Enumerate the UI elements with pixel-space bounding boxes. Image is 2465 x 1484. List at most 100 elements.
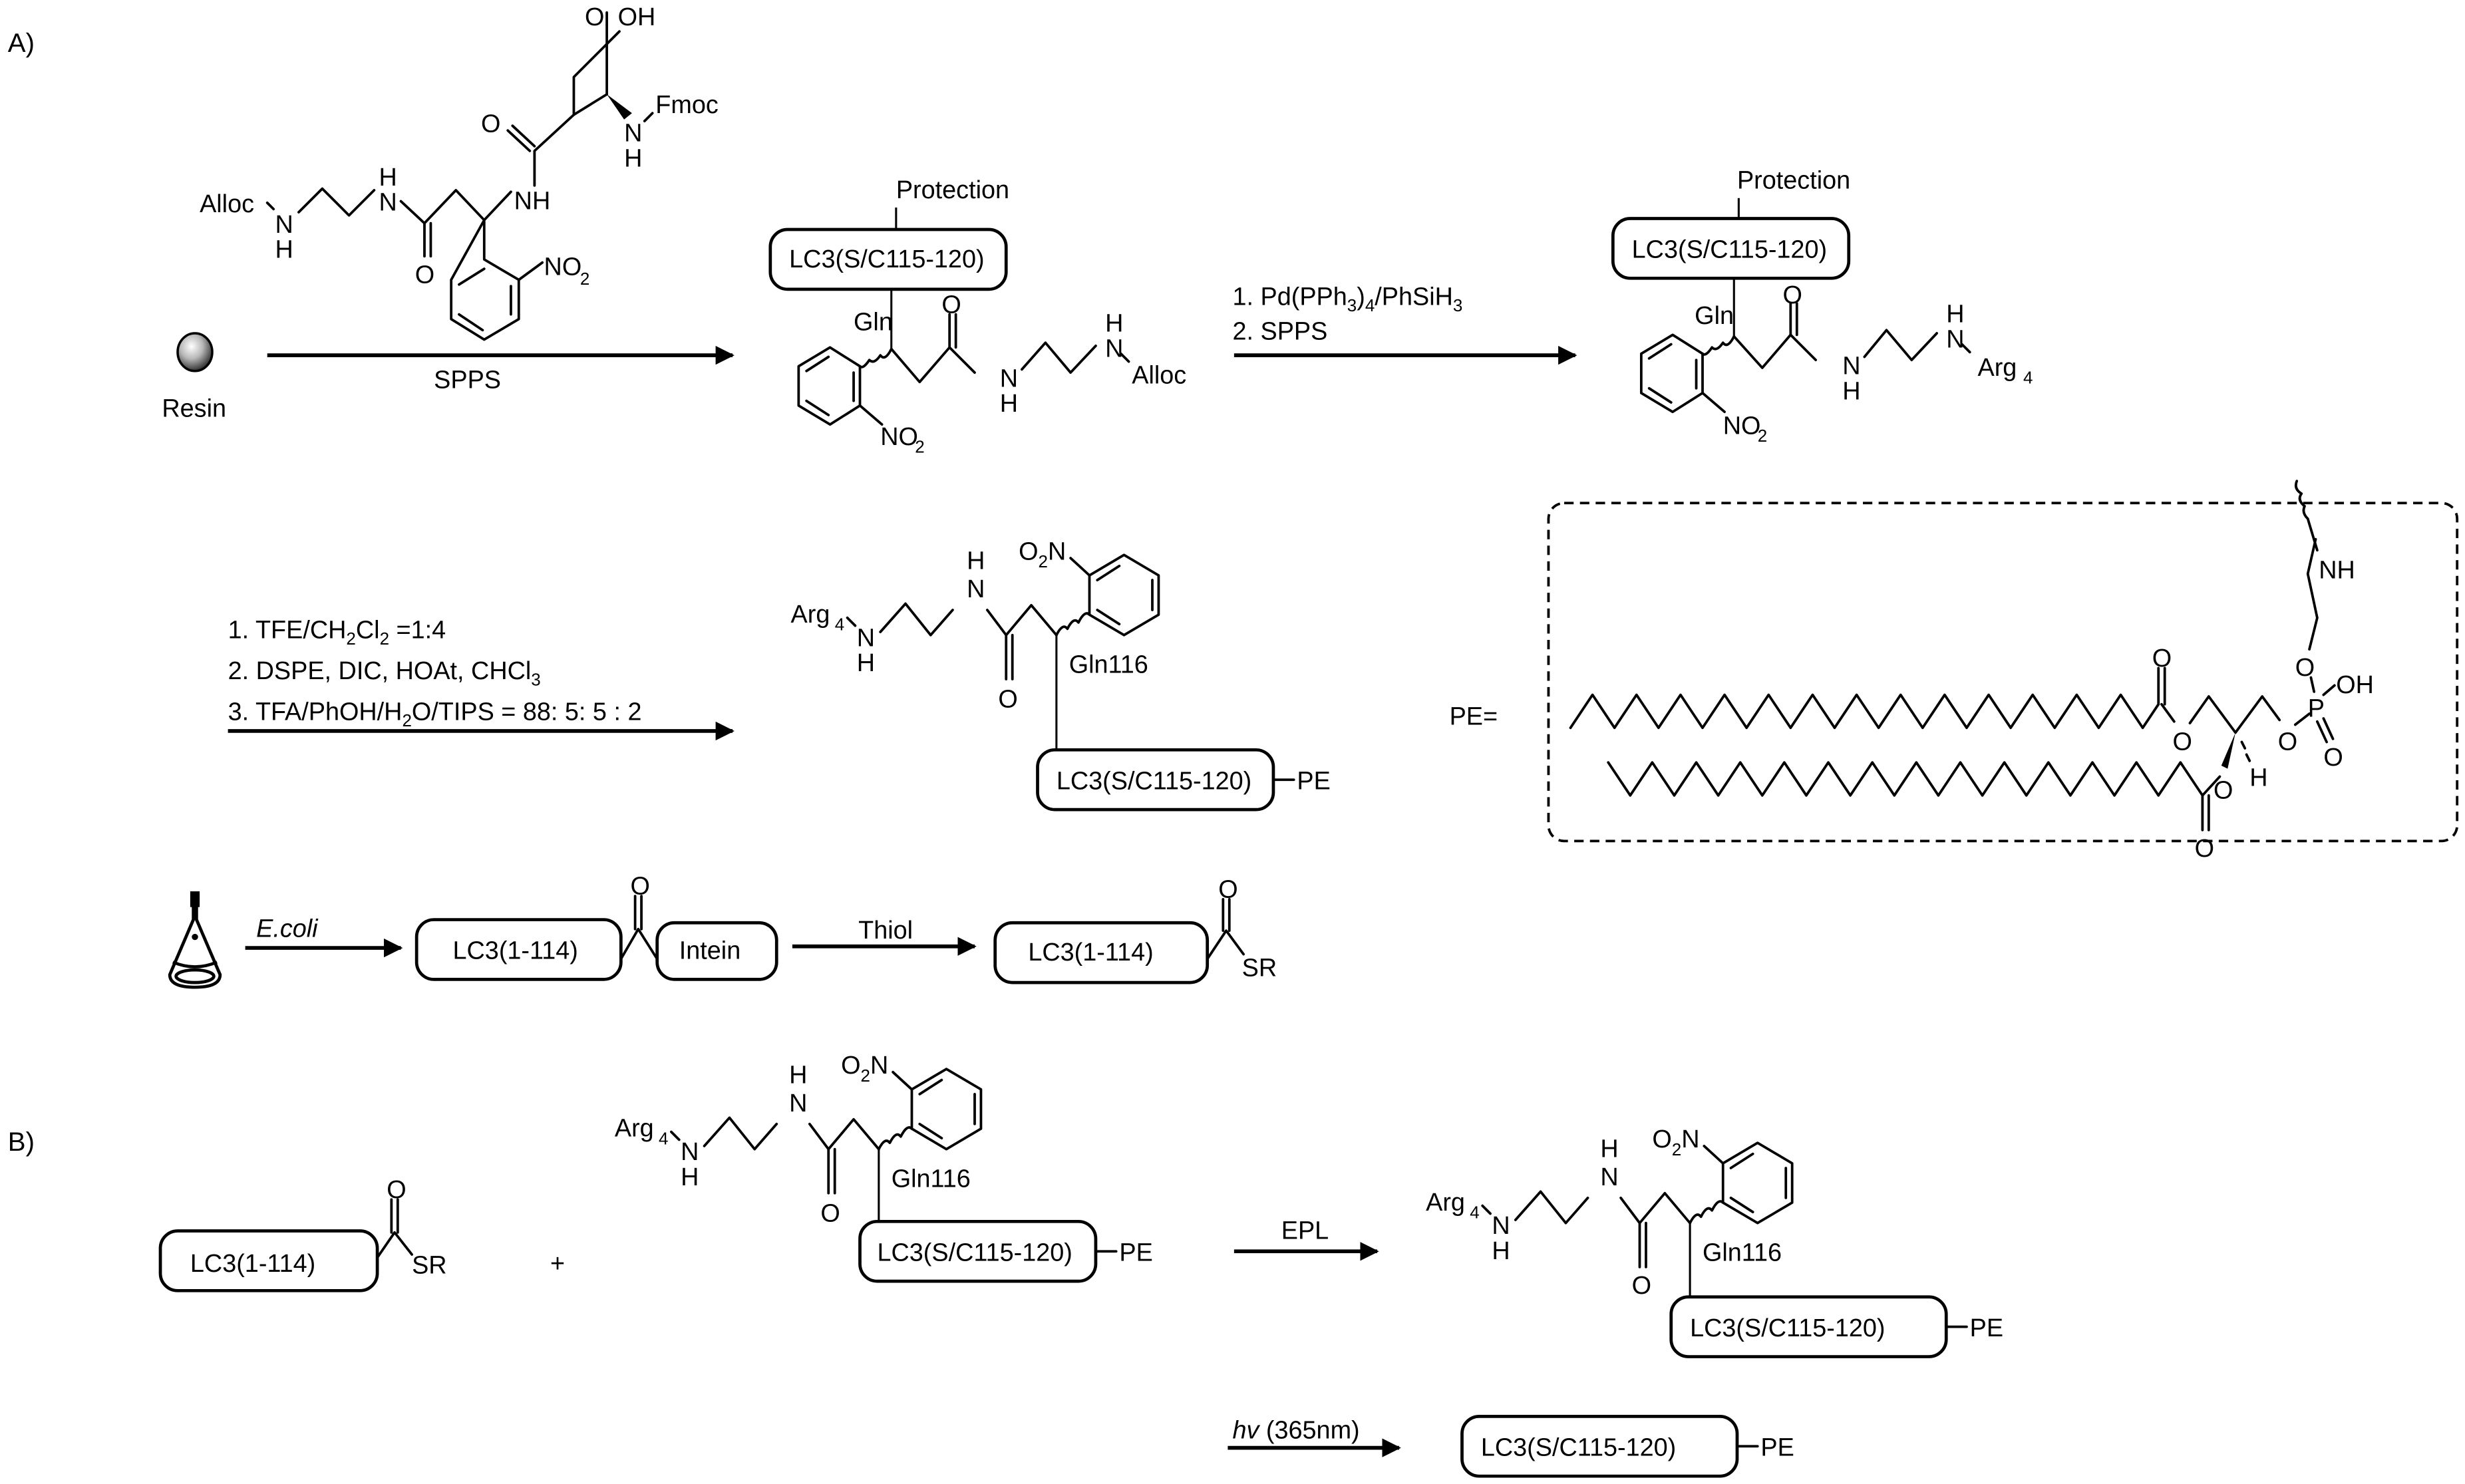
svg-text:Arg: Arg: [1426, 1189, 1465, 1217]
plus-sign: +: [550, 1250, 565, 1278]
ecoli-label: E.coli: [256, 915, 319, 943]
panel-label-b: B): [8, 1127, 35, 1157]
svg-text:NO: NO: [880, 423, 918, 451]
svg-text:H: H: [1946, 300, 1964, 328]
svg-text:O: O: [998, 686, 1017, 714]
svg-text:N: N: [681, 1138, 699, 1166]
svg-text:N: N: [624, 120, 642, 148]
pe-definition-label: PE=: [1450, 702, 1498, 730]
resin-label: Resin: [162, 394, 226, 422]
svg-text:O: O: [1218, 875, 1237, 903]
svg-text:NO: NO: [544, 253, 582, 281]
svg-text:Alloc: Alloc: [1132, 362, 1186, 390]
svg-text:O: O: [820, 1199, 840, 1227]
svg-text:OH: OH: [2336, 671, 2374, 699]
svg-text:N: N: [1842, 352, 1860, 380]
svg-text:O: O: [585, 3, 604, 31]
svg-text:Intein: Intein: [679, 937, 740, 965]
intermediate-arg4-extended: Protection LC3(S/C115-120) Gln O N H H N…: [1611, 167, 2033, 446]
step3-reagent-1: 1. TFE/CH2Cl2 =1:4: [228, 617, 446, 649]
svg-text:H: H: [275, 236, 293, 264]
svg-text:H: H: [967, 547, 985, 575]
flask-icon: [168, 891, 222, 989]
svg-text:Fmoc: Fmoc: [655, 91, 718, 119]
svg-text:O2N: O2N: [1652, 1125, 1699, 1159]
svg-text:H: H: [379, 164, 397, 192]
svg-text:4: 4: [2023, 368, 2033, 388]
svg-text:O: O: [2152, 645, 2172, 672]
svg-text:OH: OH: [618, 3, 656, 31]
svg-text:NH: NH: [2319, 557, 2355, 585]
svg-text:LC3(S/C115-120): LC3(S/C115-120): [1690, 1314, 1885, 1342]
svg-text:Protection: Protection: [1737, 167, 1850, 195]
svg-text:H: H: [1842, 377, 1860, 405]
svg-text:N: N: [379, 189, 397, 217]
svg-text:LC3(S/C115-120): LC3(S/C115-120): [789, 245, 984, 273]
svg-text:H: H: [2249, 764, 2267, 792]
svg-text:N: N: [857, 624, 875, 652]
svg-text:2: 2: [1758, 426, 1767, 446]
svg-text:LC3(S/C115-120): LC3(S/C115-120): [877, 1239, 1072, 1266]
svg-text:O: O: [2195, 835, 2214, 863]
svg-text:NO: NO: [1723, 412, 1761, 440]
svg-text:LC3(1-114): LC3(1-114): [453, 937, 578, 965]
ligation-thioester: LC3(1-114) O SR: [158, 1176, 447, 1292]
intermediate-alloc-protected: Protection LC3(S/C115-120) Gln O N H H N…: [768, 176, 1186, 457]
svg-text:N: N: [1000, 365, 1018, 392]
thiol-label: Thiol: [858, 917, 913, 945]
svg-text:O: O: [2323, 744, 2343, 772]
svg-text:PE: PE: [1970, 1314, 2003, 1342]
svg-text:N: N: [1492, 1212, 1510, 1240]
svg-text:Arg: Arg: [1978, 354, 2017, 382]
svg-text:SR: SR: [412, 1251, 447, 1279]
lc3-intein-fusion: LC3(1-114) O Intein: [414, 873, 778, 981]
svg-text:4: 4: [1470, 1203, 1479, 1223]
photolysis-label: hv (365nm): [1233, 1416, 1360, 1444]
svg-text:N: N: [967, 575, 985, 603]
svg-text:O: O: [1632, 1272, 1651, 1300]
svg-text:Arg: Arg: [791, 601, 830, 629]
svg-text:4: 4: [659, 1129, 668, 1149]
ligation-lipidated-peptide: Arg 4 N H H N O Gln116 O2N LC3(S/C115-12…: [615, 1052, 1153, 1283]
spps-arrow-label: SPPS: [434, 367, 501, 394]
svg-text:O: O: [631, 873, 650, 901]
svg-text:P: P: [2308, 695, 2325, 723]
svg-text:Gln116: Gln116: [892, 1165, 971, 1193]
lc3-thioester: LC3(1-114) O SR: [993, 875, 1277, 984]
svg-text:PE: PE: [1119, 1239, 1152, 1266]
svg-text:Gln116: Gln116: [1069, 651, 1148, 679]
svg-text:O: O: [481, 110, 500, 138]
svg-text:H: H: [681, 1163, 699, 1191]
svg-text:O2N: O2N: [1019, 537, 1066, 571]
svg-text:Gln116: Gln116: [1703, 1239, 1782, 1266]
svg-text:O: O: [387, 1176, 406, 1204]
svg-text:N: N: [789, 1090, 807, 1117]
step2-reagent-2: 2. SPPS: [1233, 317, 1328, 345]
svg-text:Gln: Gln: [1695, 302, 1734, 330]
svg-text:O: O: [2173, 728, 2192, 756]
svg-text:Gln: Gln: [854, 308, 893, 336]
step2-reagent-1: 1. Pd(PPh3)4/PhSiH3: [1233, 283, 1463, 315]
svg-text:PE: PE: [1297, 767, 1330, 795]
ligation-product: Arg 4 N H H N O Gln116 O2N LC3(S/C115-12…: [1426, 1125, 2003, 1358]
svg-text:N: N: [1946, 325, 1964, 353]
svg-text:2: 2: [580, 269, 589, 289]
svg-text:O: O: [415, 261, 434, 289]
svg-text:NH: NH: [514, 187, 551, 215]
svg-text:SR: SR: [1242, 955, 1277, 982]
svg-text:O2N: O2N: [841, 1052, 888, 1086]
svg-text:H: H: [789, 1061, 807, 1089]
svg-text:O: O: [1783, 281, 1802, 309]
svg-text:H: H: [1000, 390, 1018, 418]
svg-text:LC3(1-114): LC3(1-114): [1028, 939, 1153, 966]
pe-structure-box: O O O H O P OH O O NH O: [1547, 480, 2459, 863]
svg-text:H: H: [1492, 1237, 1510, 1265]
svg-text:2: 2: [915, 437, 924, 457]
svg-text:O: O: [2278, 728, 2297, 756]
epl-label: EPL: [1281, 1217, 1329, 1245]
svg-text:O: O: [2295, 654, 2315, 682]
svg-text:LC3(S/C115-120): LC3(S/C115-120): [1057, 767, 1251, 795]
svg-text:N: N: [1105, 335, 1123, 363]
svg-text:PE: PE: [1760, 1433, 1794, 1461]
